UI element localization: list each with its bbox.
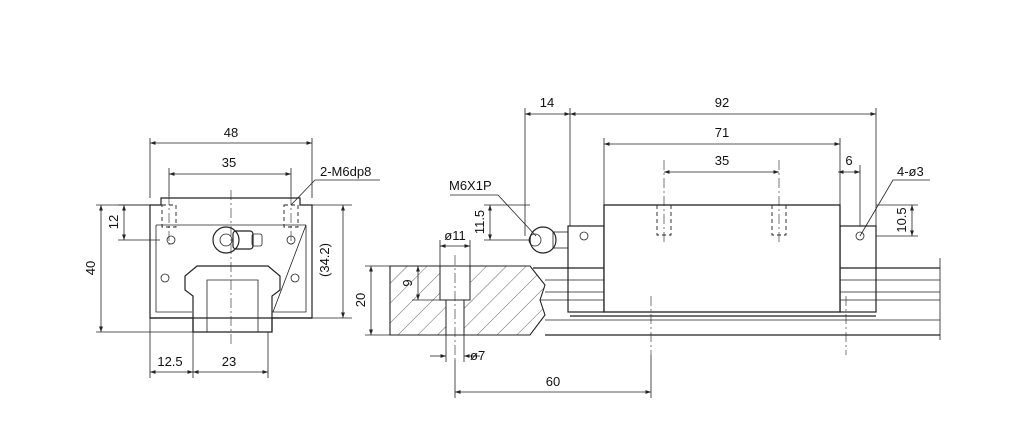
dim-text-35: 35 bbox=[222, 155, 236, 170]
dim-text-40: 40 bbox=[83, 261, 98, 275]
dim-text-92: 92 bbox=[715, 95, 729, 110]
end-seal-right bbox=[839, 225, 877, 313]
leader-tapped-holes bbox=[290, 179, 380, 206]
dim-text-10-5: 10.5 bbox=[894, 207, 909, 232]
screw-icon bbox=[290, 273, 300, 283]
dim-text-9: 9 bbox=[400, 279, 415, 286]
dim-text-60: 60 bbox=[546, 374, 560, 389]
dim-text-dia-11: ø11 bbox=[444, 228, 465, 243]
dim-text-11-5: 11.5 bbox=[472, 210, 487, 234]
dim-text-12-5: 12.5 bbox=[157, 354, 182, 369]
rail-inner-profile bbox=[206, 279, 259, 332]
screw-icon bbox=[166, 235, 176, 245]
end-seal-left bbox=[567, 225, 605, 313]
screw-icon bbox=[855, 231, 865, 241]
note-tapped-holes: 2-M6dp8 bbox=[320, 164, 371, 179]
screw-icon bbox=[579, 231, 589, 241]
grease-nipple-side-icon bbox=[528, 226, 569, 254]
grease-nipple-icon bbox=[212, 226, 263, 254]
note-holes: 4-ø3 bbox=[897, 164, 924, 179]
dim-text-20: 20 bbox=[353, 293, 368, 307]
side-view: 14 92 71 35 6 4-ø3 10.5 M6X1P 11.5 bbox=[353, 95, 941, 398]
leader-holes bbox=[859, 179, 930, 237]
carriage-side-body bbox=[603, 204, 841, 313]
screw-icon bbox=[286, 235, 296, 245]
note-grease-thread: M6X1P bbox=[449, 178, 492, 193]
dim-text-dia-7: ø7 bbox=[470, 348, 485, 363]
rail-front-profile bbox=[184, 265, 281, 332]
dim-text-48: 48 bbox=[224, 125, 238, 140]
leader-grease-thread bbox=[450, 194, 537, 237]
carriage-inner-outline bbox=[155, 224, 307, 313]
dim-text-23: 23 bbox=[222, 354, 236, 369]
dim-text-14: 14 bbox=[540, 95, 554, 110]
screw-icon bbox=[160, 273, 170, 283]
dim-text-12: 12 bbox=[106, 215, 121, 229]
dim-text-35-side: 35 bbox=[715, 153, 729, 168]
front-view: 48 35 2-M6dp8 12 40 (34.2) 12.5 23 bbox=[83, 125, 380, 378]
dim-text-71: 71 bbox=[715, 125, 729, 140]
dim-text-34-2: (34.2) bbox=[317, 243, 332, 277]
dim-text-6: 6 bbox=[845, 153, 852, 168]
